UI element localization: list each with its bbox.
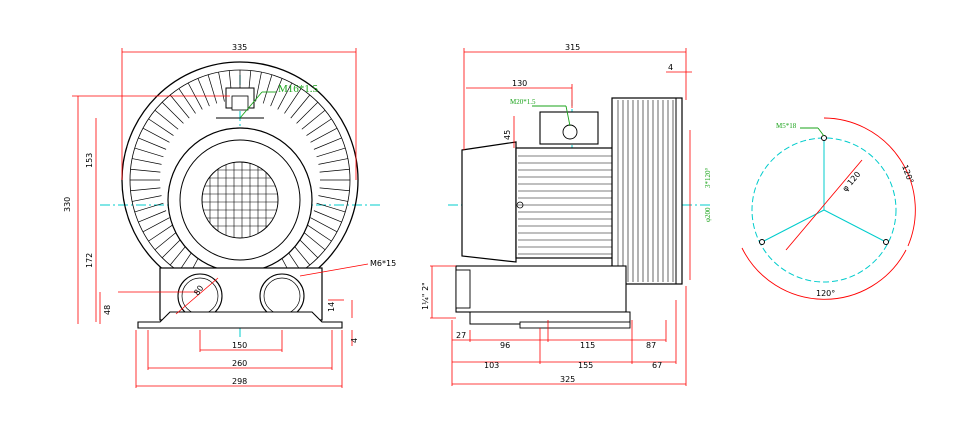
front-w260: 260 [232, 359, 247, 368]
front-foot-4: 4 [350, 338, 359, 343]
front-height-base: 48 [103, 305, 112, 315]
front-w150: 150 [232, 341, 247, 350]
front-w298: 298 [232, 377, 247, 386]
front-foot-14: 14 [327, 302, 336, 312]
side-view: 315 130 4 M20*1.5 45 φ200 3*120° 1¼" 2" … [421, 43, 712, 386]
front-height-total: 330 [63, 197, 72, 212]
side-d155: 155 [578, 361, 593, 370]
front-height-lower: 172 [85, 253, 94, 268]
side-d103: 103 [484, 361, 499, 370]
side-flange-bolt: 3*120° [704, 168, 712, 189]
front-view: 335 M16*1.5 330 153 172 48 M6*15 80 150 … [63, 43, 396, 388]
front-thread-top-label: M16*1.5 [278, 83, 319, 95]
side-width-top: 315 [565, 43, 580, 52]
side-thread-label: M20*1.5 [510, 98, 536, 106]
side-h45: 45 [503, 130, 512, 140]
flange-angle-bottom: 120° [816, 289, 835, 298]
front-width-top: 335 [232, 43, 247, 52]
side-gap-4: 4 [668, 63, 673, 72]
front-thread-side-label: M6*15 [370, 259, 396, 268]
side-d325: 325 [560, 375, 575, 384]
side-d96: 96 [500, 341, 510, 350]
flange-angle-right: 120° [900, 164, 915, 185]
side-port-dia: 1¼" 2" [421, 282, 430, 310]
side-d87: 87 [646, 341, 656, 350]
side-d115: 115 [580, 341, 595, 350]
front-height-upper: 153 [85, 153, 94, 168]
side-flange-dia: φ200 [704, 207, 712, 222]
side-offset-130: 130 [512, 79, 527, 88]
flange-thread-label: M5*18 [776, 122, 797, 130]
side-d27: 27 [456, 331, 466, 340]
flange-view: M5*18 φ 120 120° 120° [741, 117, 916, 300]
side-d67: 67 [652, 361, 662, 370]
